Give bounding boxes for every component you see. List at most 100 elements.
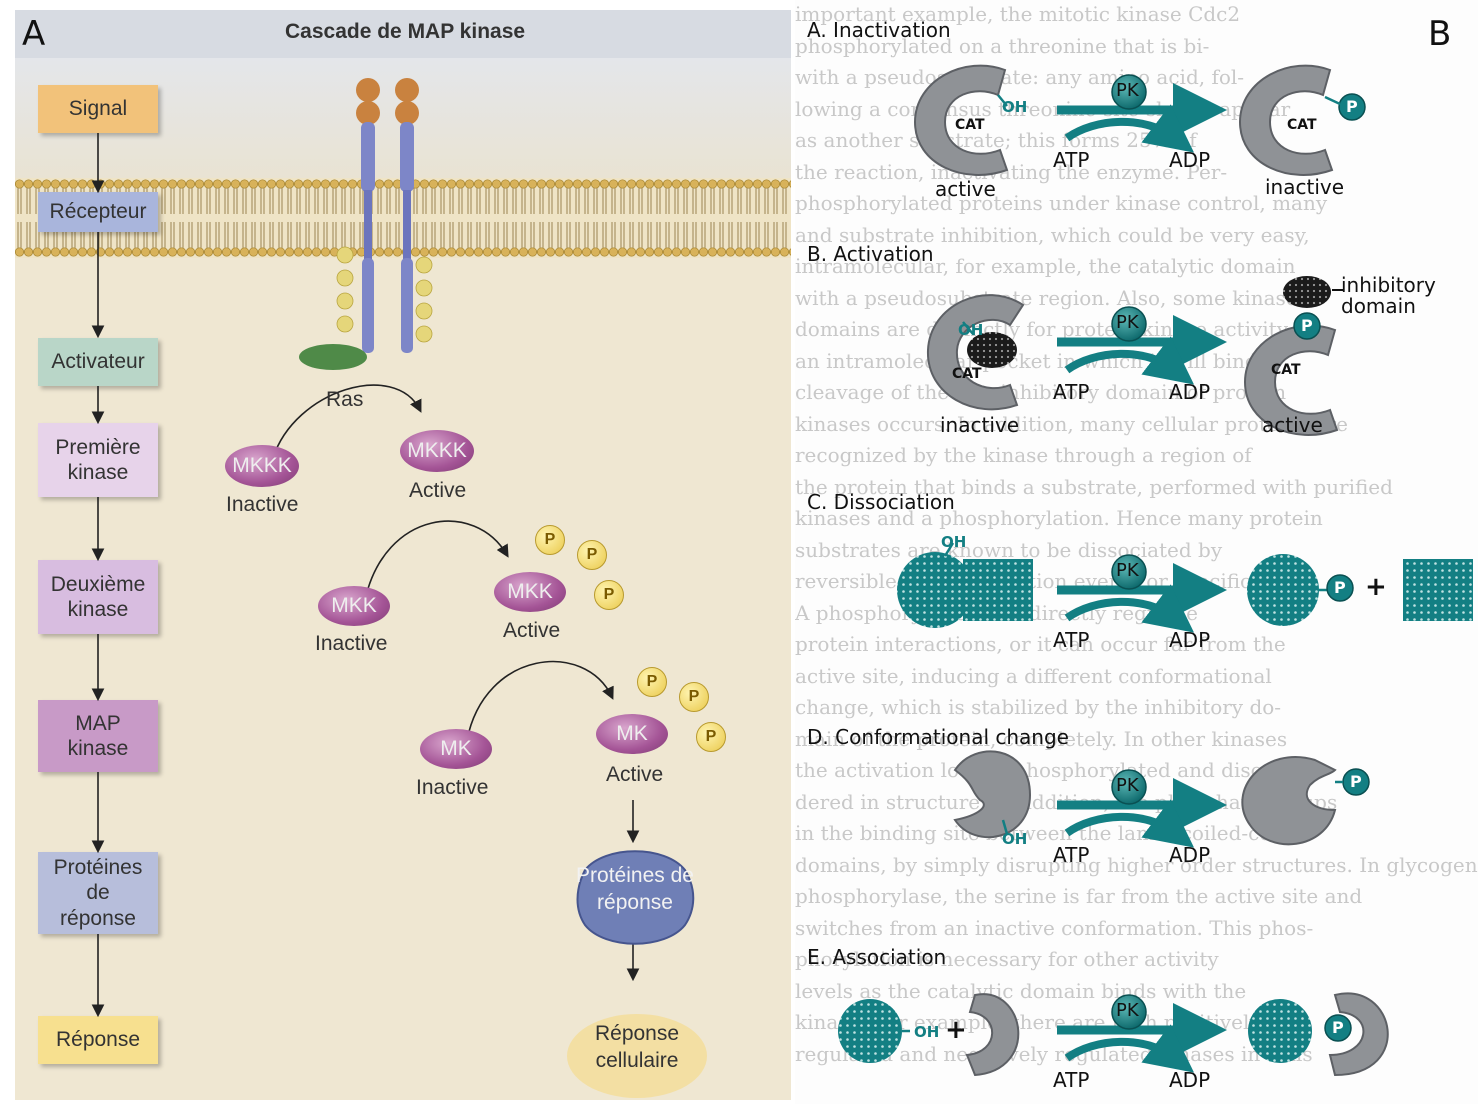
inhibitory-domain-label: inhibitory domain <box>1341 273 1436 318</box>
mkk-inactive-label: Inactive <box>315 632 388 655</box>
adp-label: ADP <box>1169 380 1211 404</box>
step-activateur: Activateur <box>38 338 158 386</box>
background-text-line: intramolecular, for example, the catalyt… <box>795 254 1296 278</box>
cat-enzyme-inactive-b <box>926 294 1025 411</box>
section-association-heading: E. Association <box>807 945 947 969</box>
background-text-line: recognized by the kinase through a regio… <box>795 443 1252 467</box>
reponse-cellulaire-label: Réponse cellulaire <box>594 1022 680 1073</box>
background-text-line: the protein that binds a substrate, perf… <box>795 474 1393 499</box>
atp-adp-arrow <box>1064 584 1195 633</box>
atp-adp-arrow <box>1064 336 1195 385</box>
panel-b: important example, the mitotic kinase Cd… <box>795 0 1478 1104</box>
mkk-inactive: MKK <box>318 586 390 626</box>
background-text-line: active site, inducing a different confor… <box>795 663 1272 688</box>
substrate-circle-c-product <box>1247 554 1319 626</box>
section-conformational-change-heading: D. Conformational change <box>807 725 1069 749</box>
panel-a-letter: A <box>22 14 46 54</box>
ras-label: Ras <box>326 388 364 411</box>
background-text-line: protein interactions, or it can occur fa… <box>795 632 1286 656</box>
background-text-line: as another substrate; this forms 25% of <box>795 128 1197 152</box>
pk-label: PK <box>1116 80 1139 101</box>
protein-kinase-pk <box>1111 306 1147 342</box>
atp-label: ATP <box>1053 380 1090 404</box>
partner-enzyme-e <box>965 993 1020 1077</box>
cat-label-a: CAT <box>955 117 985 133</box>
mk-active: MK <box>596 714 668 754</box>
protein-kinase-pk <box>1111 769 1147 805</box>
phosphate-label-d: P <box>1350 772 1362 791</box>
step-premiere-kinase: Première kinase <box>38 423 158 497</box>
step-reponse: Réponse <box>38 1016 158 1064</box>
mk-phosphate-1: P <box>637 667 667 697</box>
cat-enzyme-active-b <box>1243 324 1339 436</box>
pk-label: PK <box>1116 560 1139 581</box>
enzyme-d-after <box>1241 756 1337 846</box>
section-inactivation-heading: A. Inactivation <box>807 18 951 42</box>
oh-label-e: OH <box>914 1023 940 1041</box>
active-label-b: active <box>1262 413 1323 437</box>
background-text-line: phosphorylated proteins under kinase con… <box>795 191 1328 215</box>
cat-enzyme-active-a <box>913 64 1009 176</box>
adp-label: ADP <box>1169 628 1211 652</box>
phosphate-label-c: P <box>1334 578 1346 597</box>
partner-square-c <box>963 559 1033 621</box>
mkk-phosphate-2: P <box>577 540 607 570</box>
mkkk-active-label: Active <box>409 479 467 502</box>
background-text-line: with a pseudosubstrate: any amino acid, … <box>795 65 1245 89</box>
background-text-line: change, which is stabilized by the inhib… <box>795 695 1282 719</box>
step-signal: Signal <box>38 85 158 133</box>
reaction-arrows <box>1057 74 1227 1073</box>
panel-a-title-bar <box>15 10 791 58</box>
panel-a: Cascade de MAP kinase Signal Récepteur A… <box>15 10 791 1100</box>
mkkk-inactive: MKKK <box>225 445 299 487</box>
mkk-phosphate-3: P <box>594 580 624 610</box>
step-proteines-de-reponse: Protéines de réponse <box>38 852 158 934</box>
inactive-label-a: inactive <box>1265 175 1345 199</box>
background-text-line: domains, by simply disrupting higher ord… <box>795 852 1478 877</box>
cat-label-a-product: CAT <box>1287 117 1317 133</box>
adp-label: ADP <box>1169 843 1211 867</box>
section-activation-heading: B. Activation <box>807 242 934 266</box>
background-text-line: levels as the catalytic domain binds wit… <box>795 978 1247 1003</box>
oh-label-a: OH <box>1002 98 1028 116</box>
phosphate-b <box>1293 312 1321 340</box>
pk-label: PK <box>1116 312 1139 333</box>
active-label-a: active <box>935 177 996 201</box>
mk-inactive-label: Inactive <box>416 776 489 799</box>
adp-label: ADP <box>1169 1068 1211 1092</box>
atp-label: ATP <box>1053 148 1090 172</box>
background-text-line: cleavage of the autoinhibitory domain of… <box>795 380 1287 404</box>
background-text-line: main of the protein, completely. In othe… <box>795 726 1288 751</box>
background-text-line: the reaction, inactivating the enzyme. P… <box>795 159 1228 184</box>
pk-label: PK <box>1116 775 1139 796</box>
adp-label: ADP <box>1169 148 1211 172</box>
mk-phosphate-2: P <box>679 682 709 712</box>
background-text-line: with a pseudosubstrate region. Also, som… <box>795 285 1298 310</box>
mk-inactive: MK <box>420 729 492 769</box>
atp-adp-arrow <box>1064 799 1195 848</box>
atp-adp-arrow <box>1064 1024 1195 1073</box>
partner-enzyme-e-bound <box>1328 992 1389 1077</box>
mkk-active-label: Active <box>503 619 561 642</box>
inhibitory-domain-b <box>967 332 1017 368</box>
enzyme-d-before <box>953 750 1032 839</box>
mkkk-active: MKKK <box>400 430 474 472</box>
background-text-line: kinases and a phosphorylation. Hence man… <box>795 506 1323 530</box>
protein-kinase-pk <box>1111 994 1147 1030</box>
background-text-line: substrates are known to be dissociated b… <box>795 537 1223 562</box>
phosphate-label-e: P <box>1332 1018 1344 1037</box>
step-recepteur: Récepteur <box>38 192 158 232</box>
proteines-de-reponse-label: Protéines de réponse <box>576 864 694 915</box>
background-text-line: switches from an inactive conformation. … <box>795 915 1314 940</box>
inhibitory-domain-released-b <box>1283 276 1331 308</box>
substrate-circle-e-product <box>1248 999 1312 1063</box>
partner-square-c-product <box>1403 559 1473 621</box>
mkk-phosphate-1: P <box>535 525 565 555</box>
step-deuxieme-kinase: Deuxième kinase <box>38 560 158 634</box>
oh-label-d: OH <box>1002 830 1028 848</box>
phosphate-label-a: P <box>1346 97 1358 116</box>
cat-label-b: CAT <box>952 366 982 382</box>
substrate-circle-e <box>838 999 902 1063</box>
plus-label-c: + <box>1365 572 1387 602</box>
background-text-line: and substrate inhibition, which could be… <box>795 222 1310 247</box>
